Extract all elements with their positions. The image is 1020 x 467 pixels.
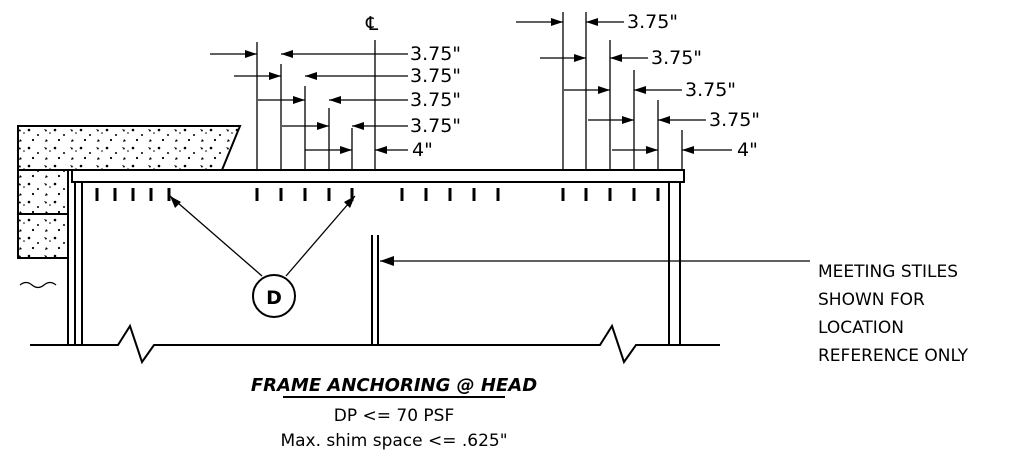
right-dim-5: 4" [737,139,758,161]
left-dim-4: 3.75" [410,115,461,137]
subtitle-line-1: DP <= 70 PSF [334,406,455,426]
left-dim-5: 4" [412,139,433,161]
subtitle-line-2: Max. shim space <= .625" [280,431,507,451]
note-leader [380,256,810,266]
note-line-1: MEETING STILES [818,262,958,282]
title-block: FRAME ANCHORING @ HEAD DP <= 70 PSF Max.… [251,375,537,451]
note-line-3: LOCATION [818,318,904,338]
note-line-4: REFERENCE ONLY [818,346,969,366]
drawing-title: FRAME ANCHORING @ HEAD [251,375,537,396]
note-line-2: SHOWN FOR [818,290,925,310]
concrete-wall [17,125,242,345]
callout-label: D [266,287,282,309]
right-dimension-lines [516,12,732,170]
left-dimension-lines [210,42,408,170]
left-dim-3: 3.75" [410,89,461,111]
right-dim-3: 3.75" [685,79,736,101]
centerline-symbol: ℄ [365,13,379,35]
frame-head [71,169,685,345]
meeting-stiles-note: MEETING STILES SHOWN FOR LOCATION REFERE… [818,262,969,366]
centerline: ℄ [365,13,379,170]
left-dim-2: 3.75" [410,65,461,87]
break-line [30,323,720,365]
left-dimension-labels: 3.75" 3.75" 3.75" 3.75" 4" [410,43,461,161]
right-dimension-labels: 3.75" 3.75" 3.75" 3.75" 4" [627,11,760,161]
callout-d: D [169,195,356,318]
right-dim-4: 3.75" [709,109,760,131]
right-dim-1: 3.75" [627,11,678,33]
right-dim-2: 3.75" [651,47,702,69]
left-dim-1: 3.75" [410,43,461,65]
anchor-marks [95,188,660,201]
